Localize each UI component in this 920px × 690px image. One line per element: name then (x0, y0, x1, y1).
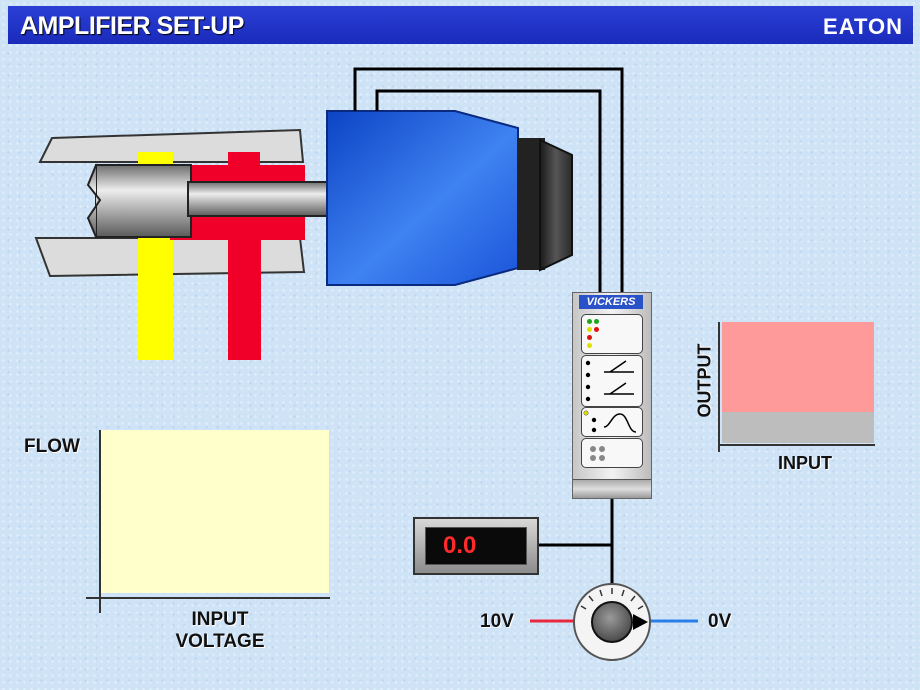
amplifier-brand: VICKERS (579, 295, 643, 309)
ramp-adjust-panel (581, 355, 643, 407)
red-land (228, 152, 260, 167)
flow-x-axis (86, 597, 330, 599)
page-title: AMPLIFIER SET-UP (20, 12, 244, 40)
output-y-axis (718, 322, 720, 452)
output-level-fill (722, 322, 874, 412)
amplifier-base (573, 479, 651, 498)
output-x-axis (718, 444, 875, 446)
solenoid (326, 110, 573, 286)
red-port (228, 238, 261, 360)
voltmeter-reading: 0.0 (443, 532, 477, 559)
flow-x-label-line1: INPUT (191, 609, 249, 630)
pot-10v-label: 10V (480, 611, 514, 632)
output-y-label: OUTPUT (694, 343, 715, 418)
spool (86, 164, 329, 238)
flow-plot-area (101, 430, 329, 593)
output-x-label: INPUT (778, 453, 832, 473)
dither-adjust-panel (581, 407, 643, 437)
test-point-panel (581, 438, 643, 468)
flow-y-axis (99, 430, 101, 613)
potentiometer-knob[interactable] (573, 583, 651, 661)
flow-x-label-line2: VOLTAGE (175, 631, 265, 652)
pot-0v-label: 0V (708, 611, 732, 632)
flow-y-label: FLOW (24, 436, 80, 457)
voltmeter: 0.0 (413, 517, 539, 575)
signal-wires (537, 498, 614, 598)
amplifier-card: VICKERS (572, 292, 652, 499)
brand-logo: EATON (823, 14, 903, 39)
solenoid-wires (353, 67, 624, 292)
title-bar: AMPLIFIER SET-UP EATON (8, 6, 913, 44)
output-plot-area (722, 322, 874, 443)
status-led-panel (581, 314, 643, 354)
